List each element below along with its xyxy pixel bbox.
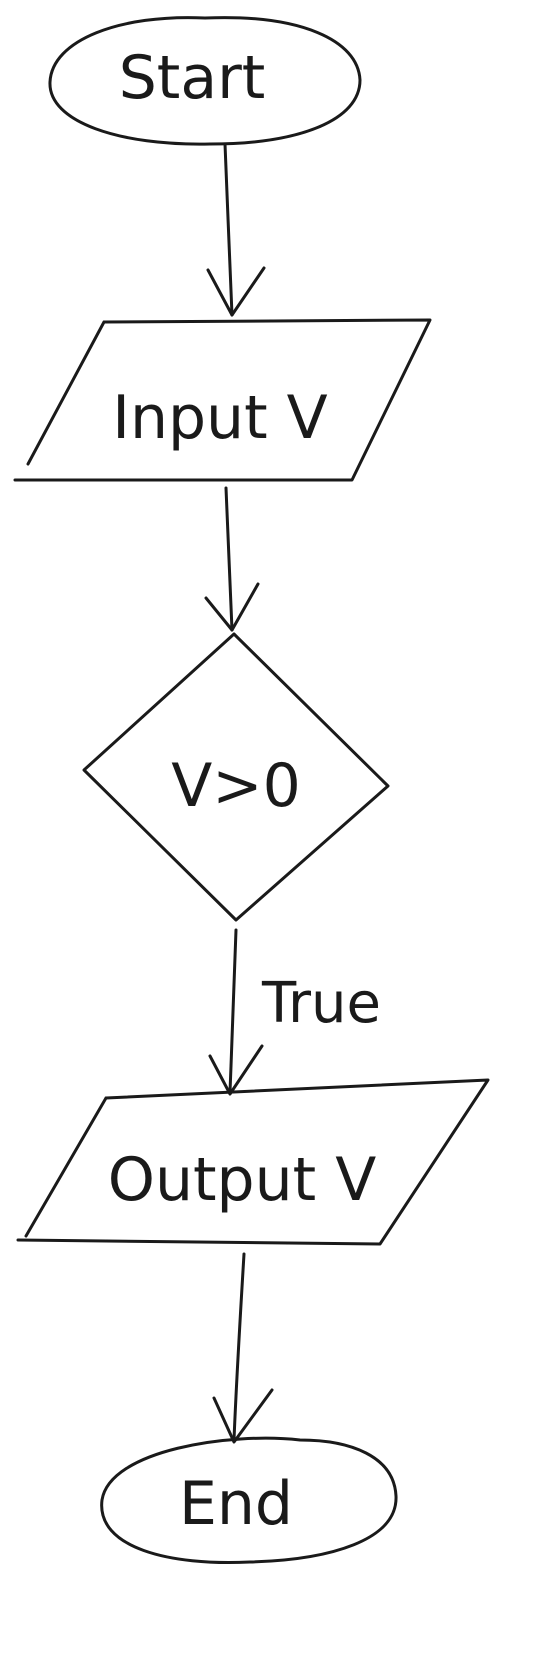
- input-shape: [13, 318, 432, 482]
- output-shape: [16, 1078, 490, 1246]
- edge-line: [224, 486, 234, 632]
- edge-line: [228, 928, 238, 1094]
- edge-label-true: True: [261, 971, 381, 1036]
- edge-line: [223, 142, 234, 317]
- arrowhead-icon: [204, 582, 260, 632]
- input-node: Input V: [13, 318, 432, 482]
- start-node: Start: [48, 16, 362, 146]
- input-label: Input V: [112, 383, 327, 453]
- edge-decision-to-output: True: [208, 928, 381, 1096]
- arrowhead-icon: [206, 266, 266, 317]
- end-node: End: [100, 1436, 398, 1565]
- edge-input-to-decision: [204, 486, 260, 632]
- decision-node: V>0: [82, 632, 390, 922]
- edge-line: [232, 1252, 246, 1442]
- start-label: Start: [119, 43, 266, 113]
- decision-label: V>0: [171, 751, 301, 821]
- end-label: End: [179, 1469, 293, 1539]
- output-label: Output V: [108, 1145, 377, 1215]
- end-shape: [100, 1436, 398, 1565]
- arrowhead-icon: [208, 1044, 264, 1096]
- decision-shape: [82, 632, 390, 922]
- output-node: Output V: [16, 1078, 490, 1246]
- start-shape: [48, 16, 362, 146]
- edge-output-to-end: [212, 1252, 274, 1444]
- arrowhead-icon: [212, 1388, 274, 1444]
- edge-start-to-input: [206, 142, 266, 317]
